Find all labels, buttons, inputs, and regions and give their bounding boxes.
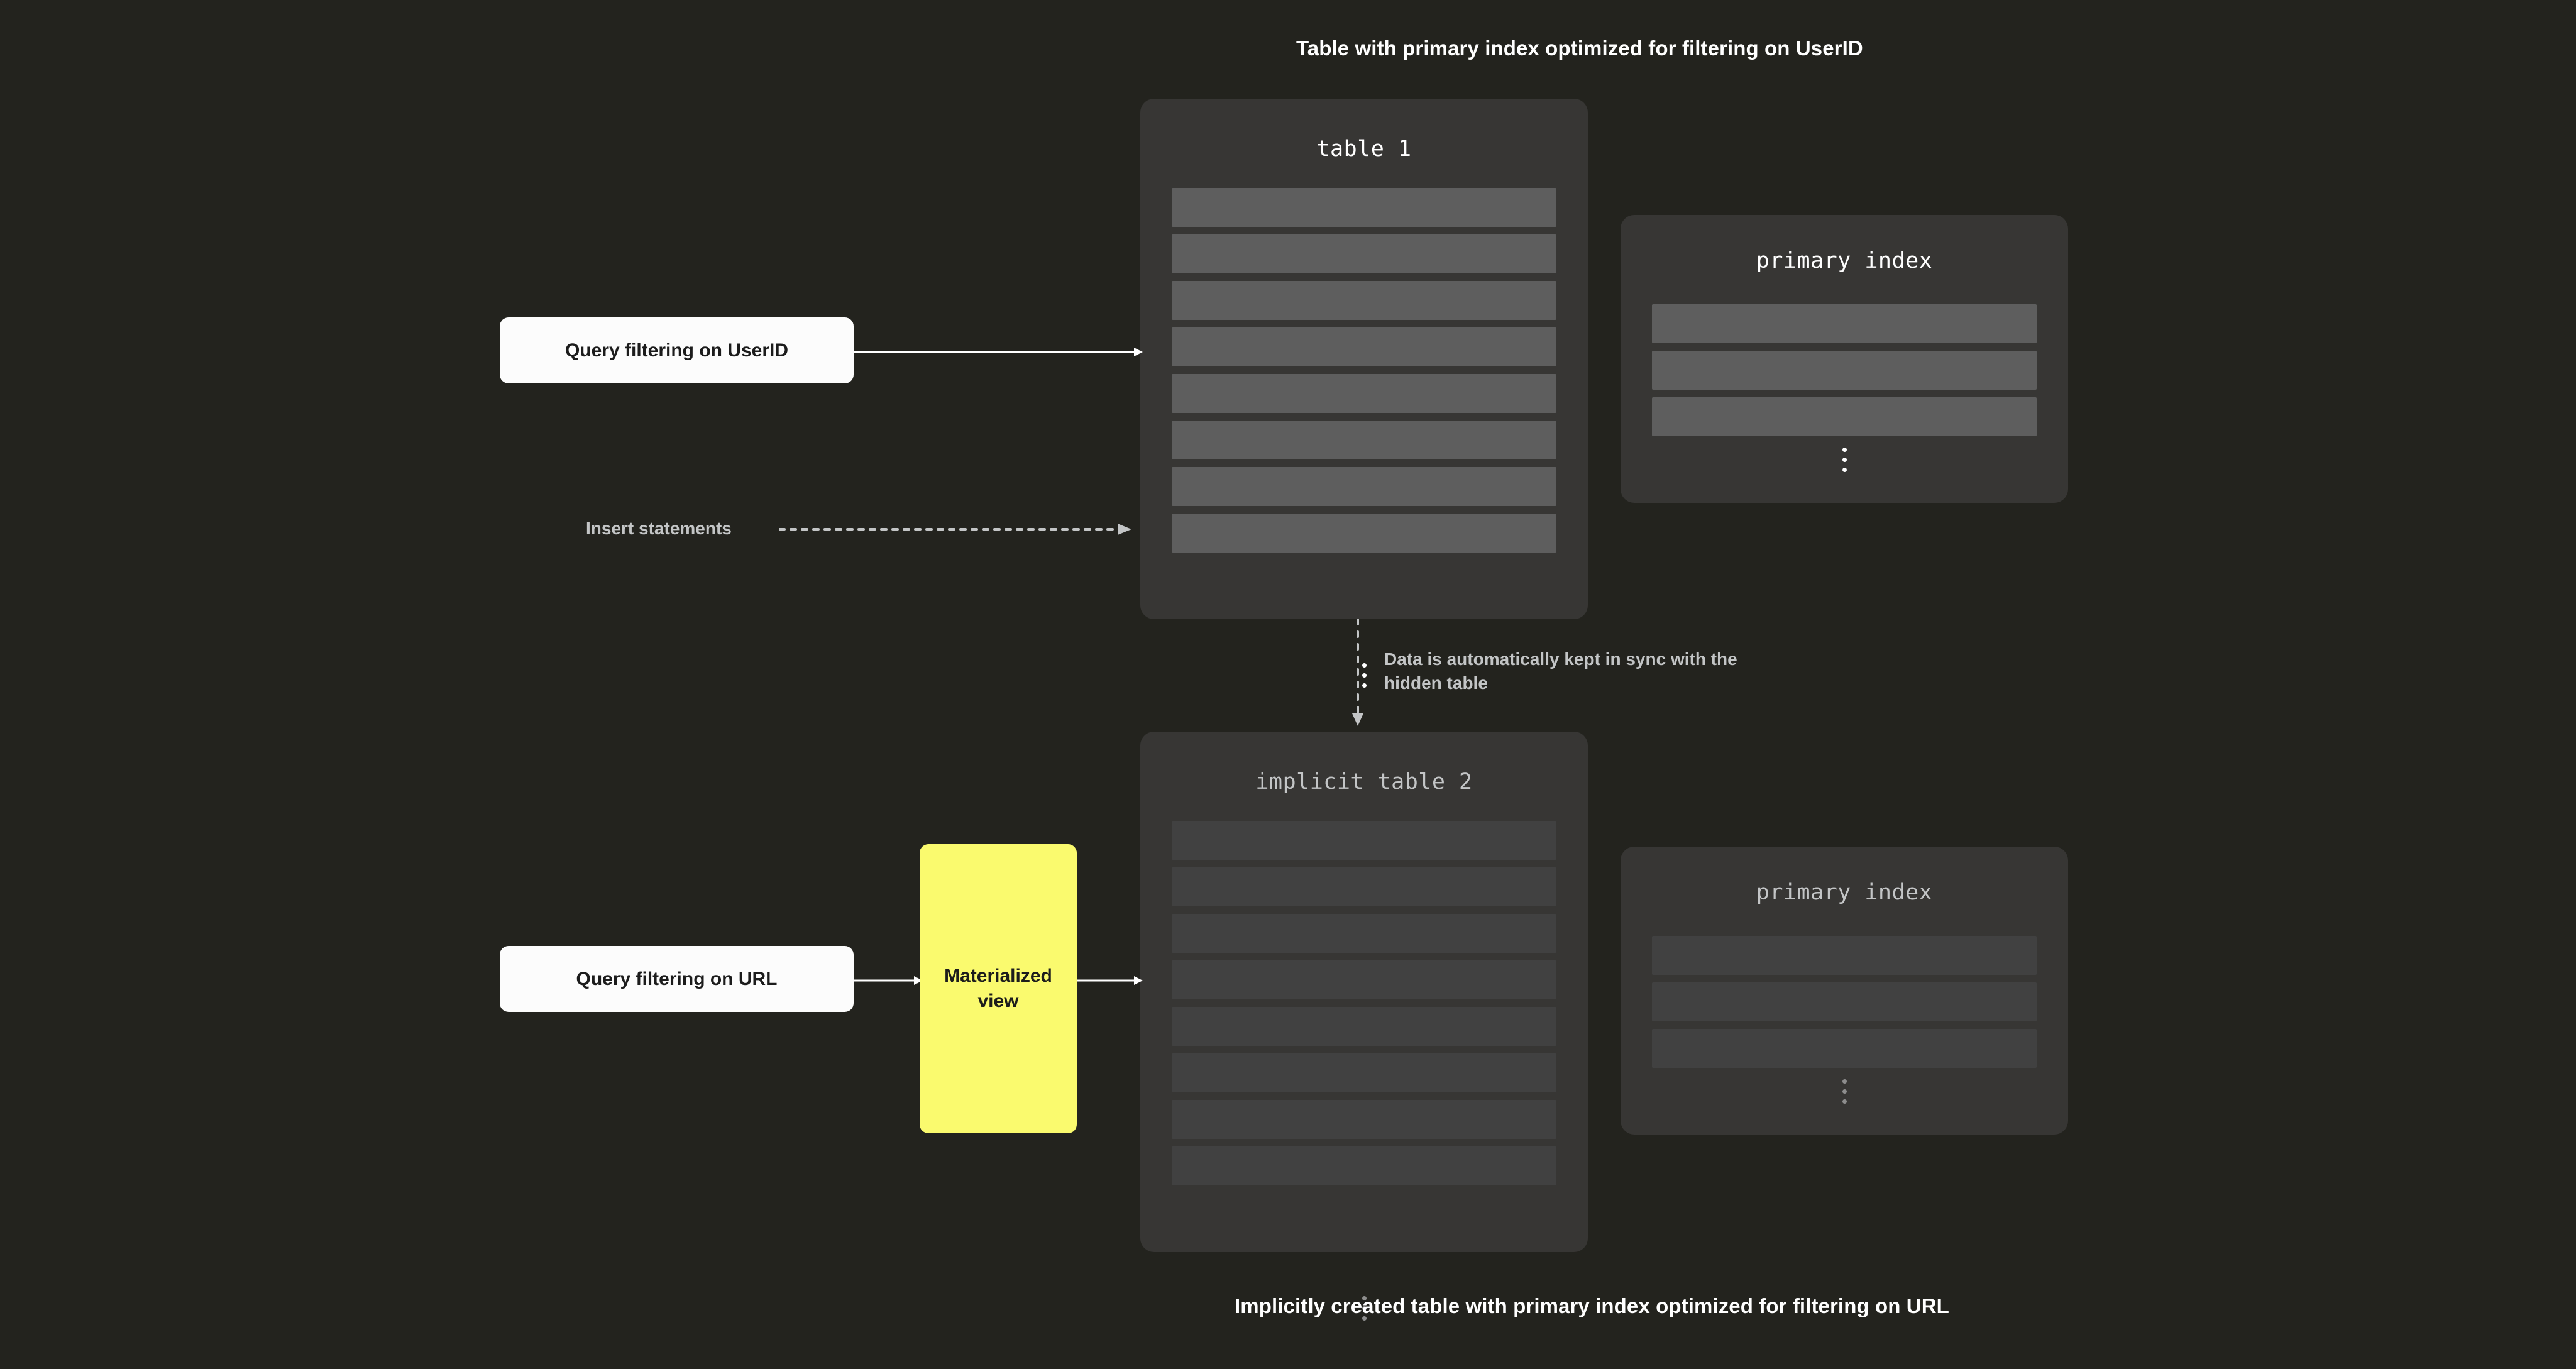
sync-note-label: Data is automatically kept in sync with … xyxy=(1384,649,1737,693)
primary-index-1-title: primary index xyxy=(1756,248,1933,273)
table-row xyxy=(1172,281,1556,320)
table-row xyxy=(1172,467,1556,506)
table-row xyxy=(1172,1100,1556,1139)
primary-index-2-rows xyxy=(1652,936,2037,1068)
table-row xyxy=(1172,1146,1556,1185)
vertical-ellipsis-icon xyxy=(1621,448,2068,472)
primary-index-card-2: primary index xyxy=(1621,847,2068,1135)
table-row xyxy=(1172,867,1556,906)
query-filtering-url-node: Query filtering on URL xyxy=(500,946,854,1012)
table-row xyxy=(1172,821,1556,860)
primary-index-1-rows xyxy=(1652,304,2037,436)
table-row xyxy=(1172,188,1556,227)
query-filtering-userid-node: Query filtering on UserID xyxy=(500,317,854,383)
primary-index-card-1: primary index xyxy=(1621,215,2068,503)
index-row xyxy=(1652,351,2037,390)
index-row xyxy=(1652,397,2037,436)
materialized-view-node: Materialized view xyxy=(920,844,1077,1133)
table-2-rows xyxy=(1172,821,1556,1185)
vertical-ellipsis-icon xyxy=(1140,663,1588,688)
table-card-1: table 1 xyxy=(1140,99,1588,688)
arrow-query-url-to-materialized-view xyxy=(854,976,923,985)
table-row xyxy=(1172,327,1556,366)
table-row xyxy=(1172,914,1556,953)
arrow-query-userid-to-table1 xyxy=(854,348,1143,356)
table-row xyxy=(1172,421,1556,459)
arrow-insert-statements xyxy=(779,524,1131,535)
vertical-ellipsis-icon xyxy=(1140,1296,1588,1321)
primary-index-2-title: primary index xyxy=(1756,880,1933,905)
table-row xyxy=(1172,1053,1556,1092)
vertical-ellipsis-icon xyxy=(1621,1079,2068,1104)
table-1-title: table 1 xyxy=(1316,136,1412,162)
table-row xyxy=(1172,1007,1556,1046)
table-row xyxy=(1172,374,1556,413)
index-row xyxy=(1652,936,2037,975)
index-row xyxy=(1652,304,2037,343)
top-caption: Table with primary index optimized for f… xyxy=(1296,36,1863,60)
arrow-materialized-view-to-table2 xyxy=(1077,976,1143,985)
table-row xyxy=(1172,514,1556,553)
insert-statements-label: Insert statements xyxy=(586,519,732,538)
bottom-caption: Implicitly created table with primary in… xyxy=(1235,1294,1949,1317)
table-2-title: implicit table 2 xyxy=(1255,769,1473,794)
table-row xyxy=(1172,234,1556,273)
table-row xyxy=(1172,960,1556,999)
table-card-2: implicit table 2 xyxy=(1140,732,1588,1321)
arrow-sync-table1-to-table2 xyxy=(1352,619,1363,726)
index-row xyxy=(1652,982,2037,1021)
index-row xyxy=(1652,1029,2037,1068)
table-1-rows xyxy=(1172,188,1556,553)
